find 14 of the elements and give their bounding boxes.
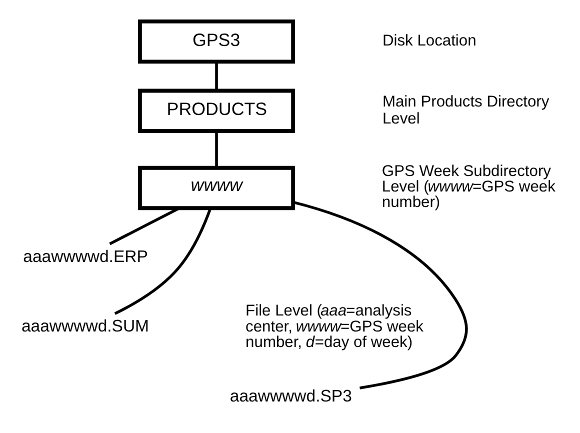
node-text: aaawwwwd.SUM bbox=[21, 316, 150, 336]
node-box: PRODUCTS bbox=[138, 88, 296, 133]
connector bbox=[215, 131, 218, 168]
label: Disk Location bbox=[382, 32, 476, 50]
label: GPS Week Subdirectory Level (wwww=GPS week number) bbox=[382, 162, 556, 212]
label: File Level (aaa=analysis center, wwww=GPS week number, d=day of week) bbox=[246, 302, 424, 351]
node-text: aaawwwwd.SP3 bbox=[230, 386, 352, 406]
node-box: wwww bbox=[138, 166, 296, 210]
label: Main Products Directory Level bbox=[382, 94, 550, 128]
connector bbox=[114, 208, 212, 315]
connector bbox=[292, 200, 468, 390]
node-box: GPS3 bbox=[138, 20, 296, 64]
connector bbox=[215, 62, 218, 90]
node-text: aaawwwwd.ERP bbox=[23, 246, 148, 266]
